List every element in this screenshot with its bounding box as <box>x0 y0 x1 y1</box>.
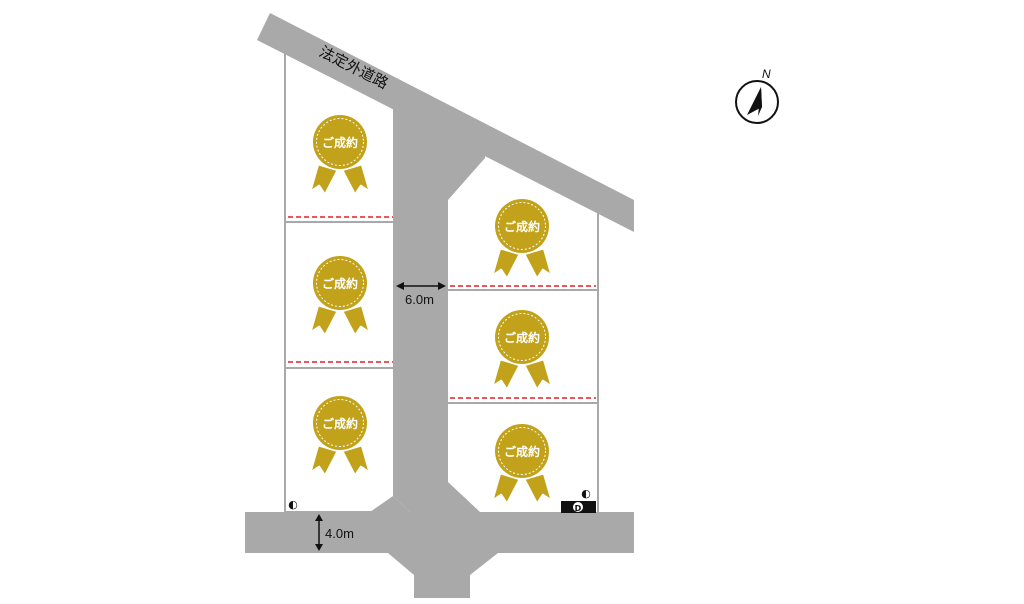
main-road-width-label: 6.0m <box>405 292 434 307</box>
half-circle-marker-right: ◐ <box>581 487 591 500</box>
lot-6: ご成約 <box>490 422 554 506</box>
roads <box>245 13 634 598</box>
lot-1: ご成約 <box>308 113 372 197</box>
dimension-4m <box>315 514 323 551</box>
lot-borders <box>284 52 599 513</box>
sold-badge-text: ご成約 <box>504 330 540 345</box>
north-arrow-icon: N <box>735 67 779 124</box>
north-label: N <box>762 67 771 81</box>
lot-5: ご成約 <box>490 308 554 392</box>
setback-lines <box>288 216 596 399</box>
sold-badge-text: ご成約 <box>322 135 358 150</box>
lot-3: ご成約 <box>308 394 372 478</box>
sold-badge-text: ご成約 <box>504 219 540 234</box>
d-box-marker: D <box>561 501 596 513</box>
main-road-6m <box>393 90 485 512</box>
lot-4: ご成約 <box>490 197 554 281</box>
bottom-road-extension <box>376 512 498 598</box>
bottom-road-width-label: 4.0m <box>325 526 354 541</box>
sold-badge-text: ご成約 <box>322 416 358 431</box>
dimension-6m <box>396 282 446 290</box>
half-circle-marker-left: ◐ <box>288 498 298 511</box>
junction-road <box>370 496 410 512</box>
sold-badge-text: ご成約 <box>504 444 540 459</box>
d-box-label: D <box>575 504 582 513</box>
lot-2: ご成約 <box>308 254 372 338</box>
sold-badge-text: ご成約 <box>322 276 358 291</box>
